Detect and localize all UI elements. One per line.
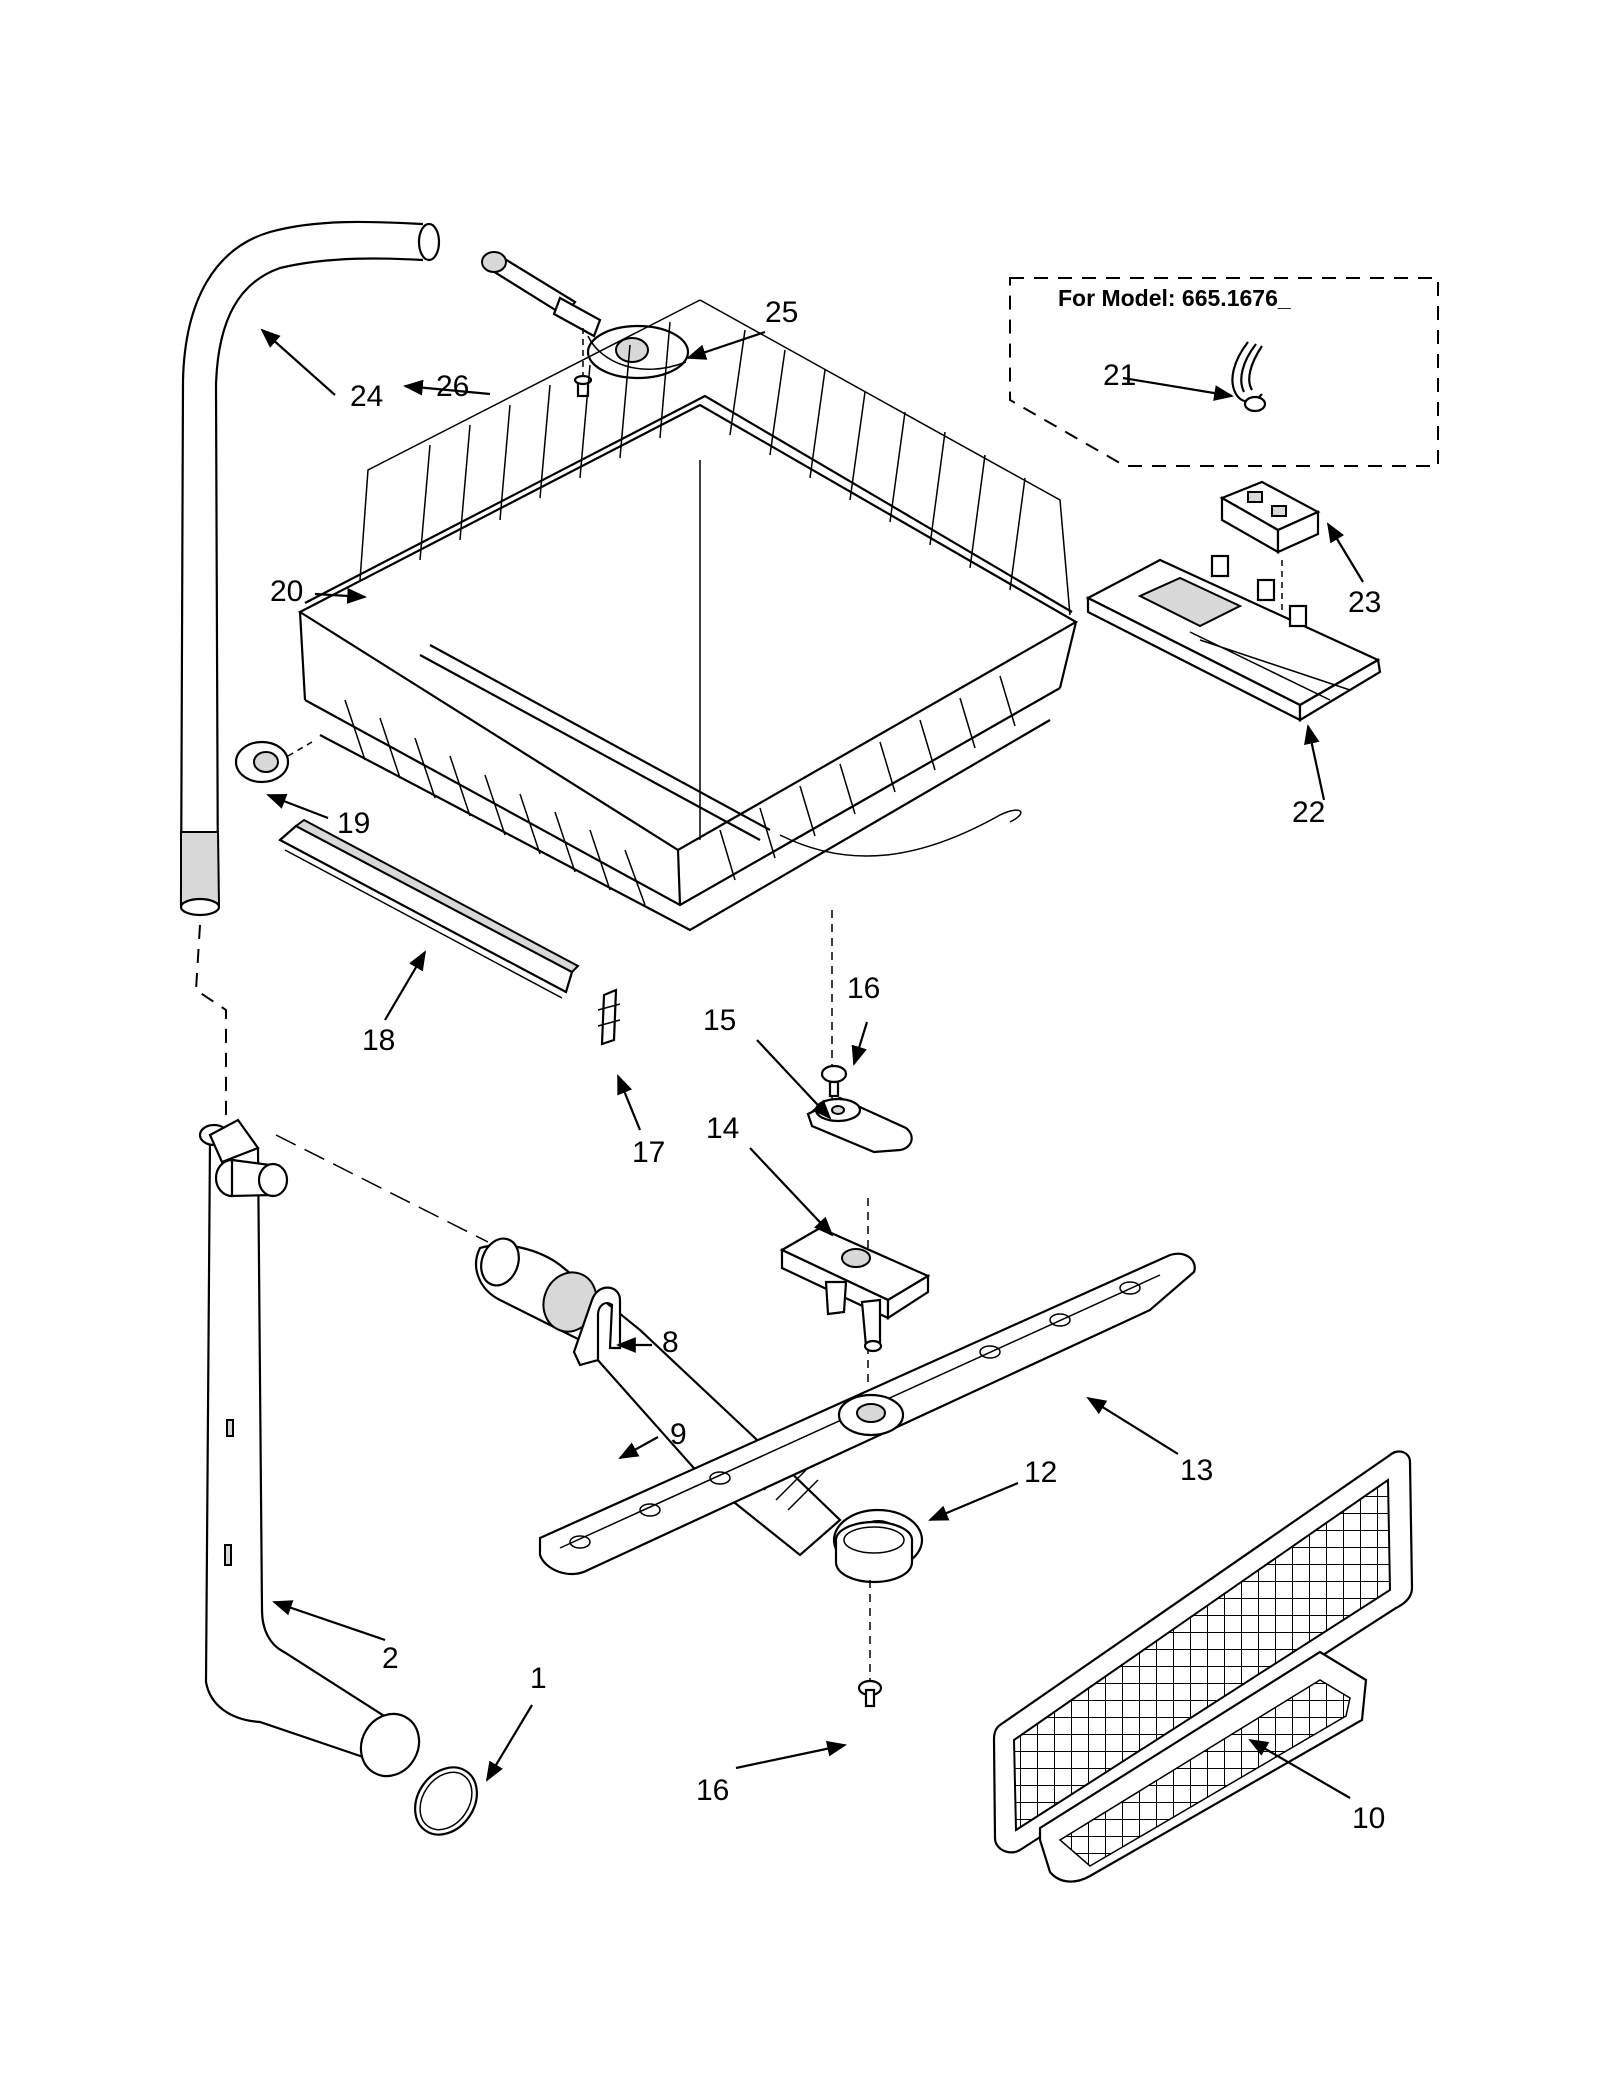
callout-26: 26 [436, 370, 469, 403]
callout-22: 22 [1292, 796, 1325, 829]
callout-23: 23 [1348, 586, 1381, 619]
upper-dishrack-20 [297, 299, 1079, 932]
cup-shelf-22 [1085, 554, 1382, 722]
callout-16-bottom: 16 [696, 1774, 729, 1807]
callout-12: 12 [1024, 1456, 1057, 1489]
seal-ring-12 [834, 1520, 914, 1584]
callout-25: 25 [765, 296, 798, 329]
gasket-ring-1 [414, 1766, 478, 1836]
callout-18: 18 [362, 1024, 395, 1057]
model-note-text: For Model: 665.1676_ [1058, 285, 1291, 311]
screw-16-bottom [857, 1580, 883, 1708]
callout-16-top: 16 [847, 972, 880, 1005]
callout-15: 15 [703, 1004, 736, 1037]
callout-19: 19 [337, 807, 370, 840]
lower-spray-arm-13 [538, 1252, 1196, 1576]
callout-20: 20 [270, 575, 303, 608]
screw-16-top [820, 1064, 848, 1098]
rail-stop-17 [597, 988, 621, 1046]
shelf-clip-23 [1219, 480, 1321, 640]
upper-spray-arm-25 [481, 251, 690, 380]
callout-17: 17 [632, 1136, 665, 1169]
spray-arm-support-14 [779, 1226, 931, 1353]
callout-13: 13 [1180, 1454, 1213, 1487]
callout-21: 21 [1103, 359, 1136, 392]
feed-tube-24 [179, 220, 441, 917]
callout-labels: 1 2 8 9 10 12 13 14 15 16 16 17 18 19 20… [270, 296, 1385, 1835]
callout-10: 10 [1352, 1802, 1385, 1835]
screw-26 [573, 328, 593, 398]
callout-1: 1 [530, 1662, 547, 1695]
leader-arrows [260, 328, 1364, 1799]
wire-clip-21 [1231, 341, 1267, 413]
callout-24: 24 [350, 380, 383, 413]
callout-2: 2 [382, 1642, 399, 1675]
callout-8: 8 [662, 1326, 679, 1359]
silverware-basket-10 [992, 1450, 1414, 1883]
supply-tube-2 [198, 1118, 421, 1778]
rack-roller-19 [234, 740, 313, 784]
callout-14: 14 [706, 1112, 739, 1145]
callout-9: 9 [670, 1418, 687, 1451]
rack-rail-18 [278, 818, 580, 999]
clip-8 [572, 1286, 622, 1367]
bearing-15 [806, 1096, 913, 1154]
model-note-box: For Model: 665.1676_ [1009, 277, 1439, 467]
